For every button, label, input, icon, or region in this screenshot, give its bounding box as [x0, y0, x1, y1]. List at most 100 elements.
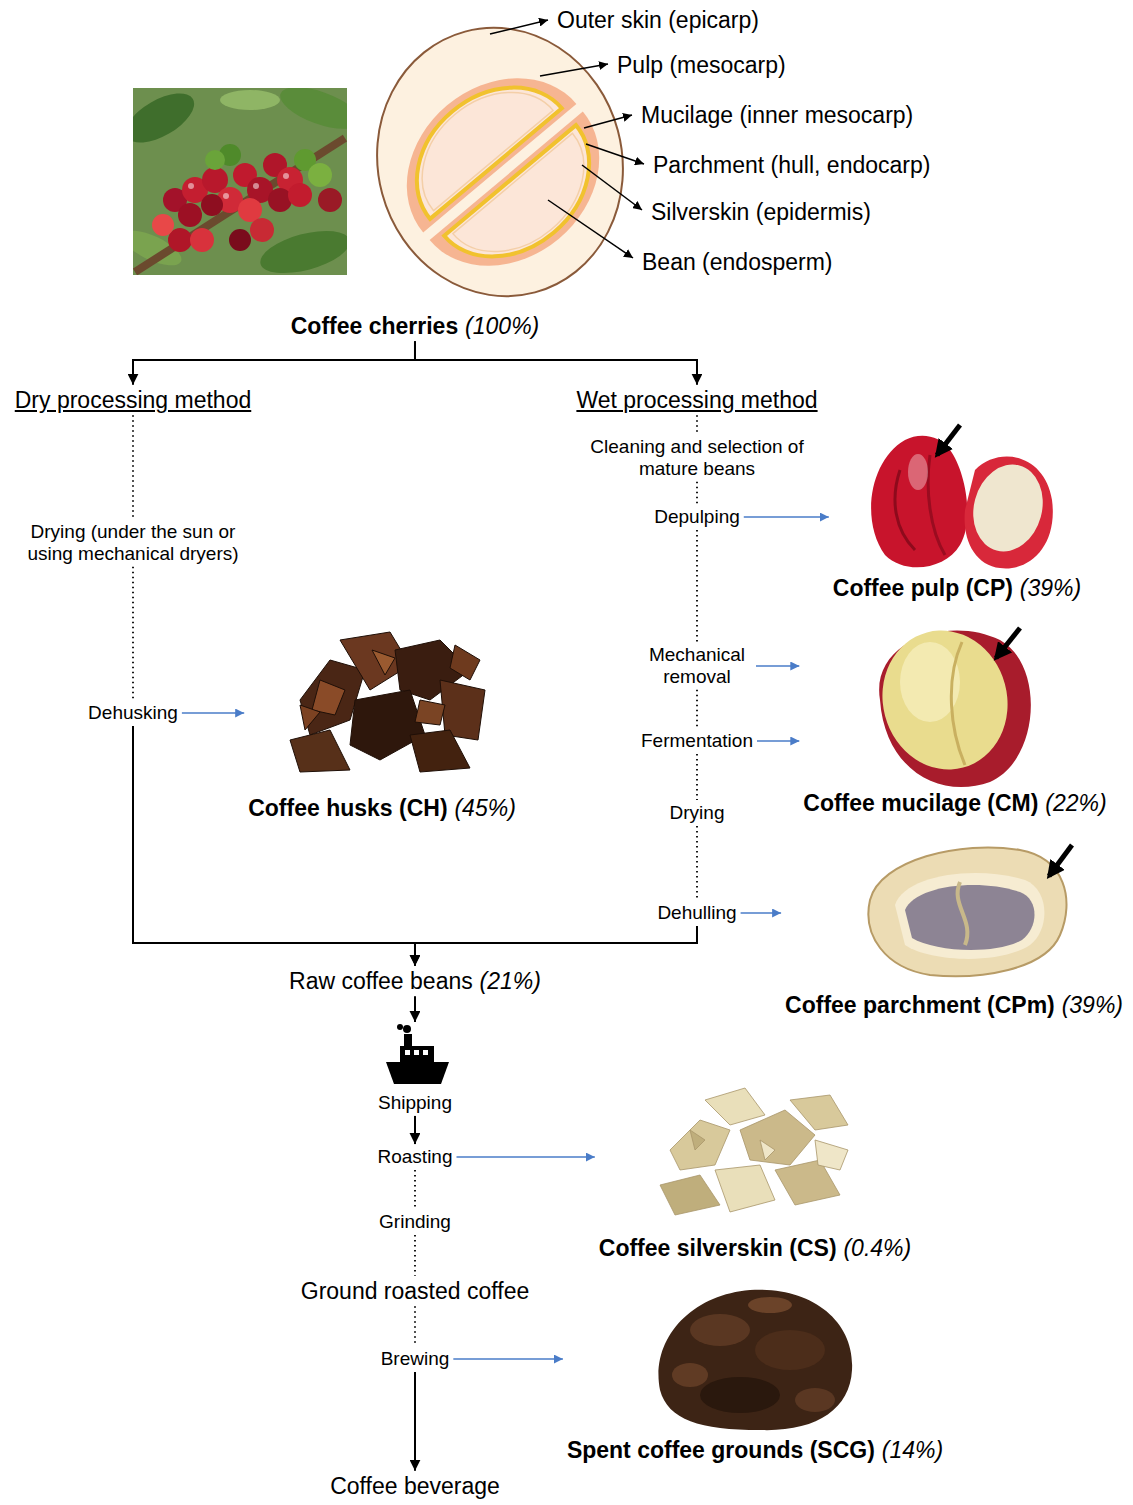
cherry-cross-section-part-part: [444, 125, 619, 288]
spent-coffee-grounds-photo-part: [755, 1330, 825, 1370]
ship-icon-part: [400, 1046, 434, 1062]
dotted-connector: [696, 690, 698, 728]
flow-arrow: [415, 341, 697, 385]
method-heading: Dry processing method: [11, 385, 256, 415]
coffee-cherries-photo: [133, 88, 347, 275]
coffee-parchment-photo-part: [1049, 845, 1072, 876]
coffee-silverskin-photo-part: [715, 1165, 775, 1212]
node-text: Shipping: [378, 1092, 452, 1113]
coffee-husks-photo: [290, 632, 485, 772]
coffee-cherries-photo-part: [220, 90, 280, 110]
coffee-cherries-photo-part: [253, 183, 259, 189]
by-product-arrow: [453, 1358, 563, 1360]
node-text: (100%): [465, 313, 539, 339]
coffee-cherries-photo-part: [135, 138, 345, 272]
node-text: Coffee mucilage (CM): [803, 790, 1038, 816]
coffee-silverskin-photo-part: [660, 1175, 720, 1215]
coffee-mucilage-photo-part: [996, 628, 1020, 658]
coffee-husks-photo-part: [415, 700, 445, 725]
cherry-cross-section: [347, 0, 653, 324]
product-stage: Coffee beverage: [326, 1471, 504, 1501]
coffee-silverskin-photo-part: [690, 1130, 705, 1150]
ship-icon-part: [404, 1034, 412, 1046]
coffee-cherries-photo-part: [268, 188, 292, 212]
coffee-silverskin-photo-part: [705, 1088, 765, 1125]
node-text: (22%): [1045, 790, 1106, 816]
part-label: Silverskin (epidermis): [651, 199, 871, 225]
cherry-cross-section-part-part: [453, 133, 611, 279]
coffee-husks-photo-part: [312, 680, 345, 715]
process-step: Fermentation: [637, 728, 757, 754]
by-product-node: Coffee silverskin (CS)(0.4%): [595, 1083, 915, 1263]
spent-coffee-grounds-photo-part: [700, 1377, 780, 1413]
process-step: Drying: [666, 800, 729, 826]
coffee-cherries-photo-part: [288, 183, 312, 207]
coffee-cherries-photo-part: [205, 150, 225, 170]
product-stage: Ground roasted coffee: [297, 1276, 533, 1306]
by-product-node: Coffee husks (CH) (45%): [244, 628, 520, 823]
coffee-cherries-photo-part: [223, 193, 229, 199]
coffee-husks-photo-part: [372, 650, 395, 675]
coffee-husks-photo-part: [300, 705, 320, 730]
coffee-parchment-photo-part: [868, 847, 1066, 976]
process-step: Drying (under the sun or using mechanica…: [18, 519, 248, 567]
dotted-connector: [696, 482, 698, 504]
coffee-cherries-photo-part: [201, 194, 223, 216]
node-text: (21%): [480, 968, 541, 994]
node-text: (45%): [454, 795, 515, 821]
by-product-arrow: [757, 740, 799, 742]
node-text: (39%): [1020, 575, 1081, 601]
dotted-connector: [696, 415, 698, 434]
leader-lines-part: [582, 165, 642, 210]
cherry-cross-section-part-part: [430, 112, 636, 303]
spent-coffee-grounds-photo-part: [672, 1363, 708, 1387]
coffee-silverskin-photo-part: [760, 1140, 775, 1160]
by-product-node: Coffee mucilage (CM) (22%): [799, 622, 1110, 818]
coffee-pulp-photo-part: [937, 425, 960, 455]
coffee-silverskin-photo-part: [670, 1120, 730, 1170]
leader-lines-part: [584, 115, 632, 128]
start-node: Coffee cherries(100%): [287, 311, 544, 341]
node-text: Fermentation: [641, 730, 753, 751]
part-label: Outer skin (epicarp): [557, 7, 759, 33]
process-step: Dehulling: [653, 900, 740, 926]
coffee-cherries-photo-part: [229, 229, 251, 251]
coffee-pulp-photo-part: [964, 457, 1052, 560]
coffee-husks-photo-part: [450, 645, 480, 680]
node-text: Roasting: [378, 1146, 453, 1167]
cherry-cross-section-part: [370, 41, 635, 303]
ship-icon-part: [423, 1050, 428, 1055]
ship-icon: [386, 1024, 449, 1084]
node-text: Dehusking: [88, 702, 178, 723]
process-step: Mechanical removal: [638, 642, 756, 690]
coffee-cherries-photo-part: [250, 218, 274, 242]
node-text: Drying: [670, 802, 725, 823]
spent-coffee-grounds-photo-part: [690, 1314, 750, 1346]
coffee-silverskin-photo-part: [815, 1140, 848, 1170]
coffee-parchment-photo-part: [905, 885, 1035, 950]
dotted-connector: [696, 754, 698, 800]
coffee-pulp-photo: [871, 425, 1053, 568]
coffee-parchment-photo-part: [895, 873, 1044, 959]
by-product-arrow: [457, 1156, 595, 1158]
node-text: (14%): [882, 1437, 943, 1463]
process-step: Dehusking: [84, 700, 182, 726]
process-step: Cleaning and selection of mature beans: [578, 434, 816, 482]
dotted-connector: [132, 567, 134, 700]
spent-coffee-grounds-photo-part: [795, 1388, 835, 1412]
ship-icon-part: [386, 1062, 449, 1084]
coffee-pulp-photo-part: [965, 457, 1053, 569]
node-text: Grinding: [379, 1211, 451, 1232]
node-text: (0.4%): [843, 1235, 911, 1261]
coffee-cherries-photo-part: [190, 228, 214, 252]
dotted-connector: [414, 1306, 416, 1346]
leader-lines-part: [540, 64, 608, 76]
leader-lines-part: [548, 200, 633, 258]
coffee-silverskin-photo: [660, 1088, 848, 1215]
node-text: Mechanical removal: [649, 644, 745, 687]
leader-lines-part: [490, 20, 548, 34]
node-text: Coffee husks (CH): [248, 795, 447, 821]
node-text: Cleaning and selection of mature beans: [590, 436, 803, 479]
node-text: Dry processing method: [15, 387, 252, 413]
